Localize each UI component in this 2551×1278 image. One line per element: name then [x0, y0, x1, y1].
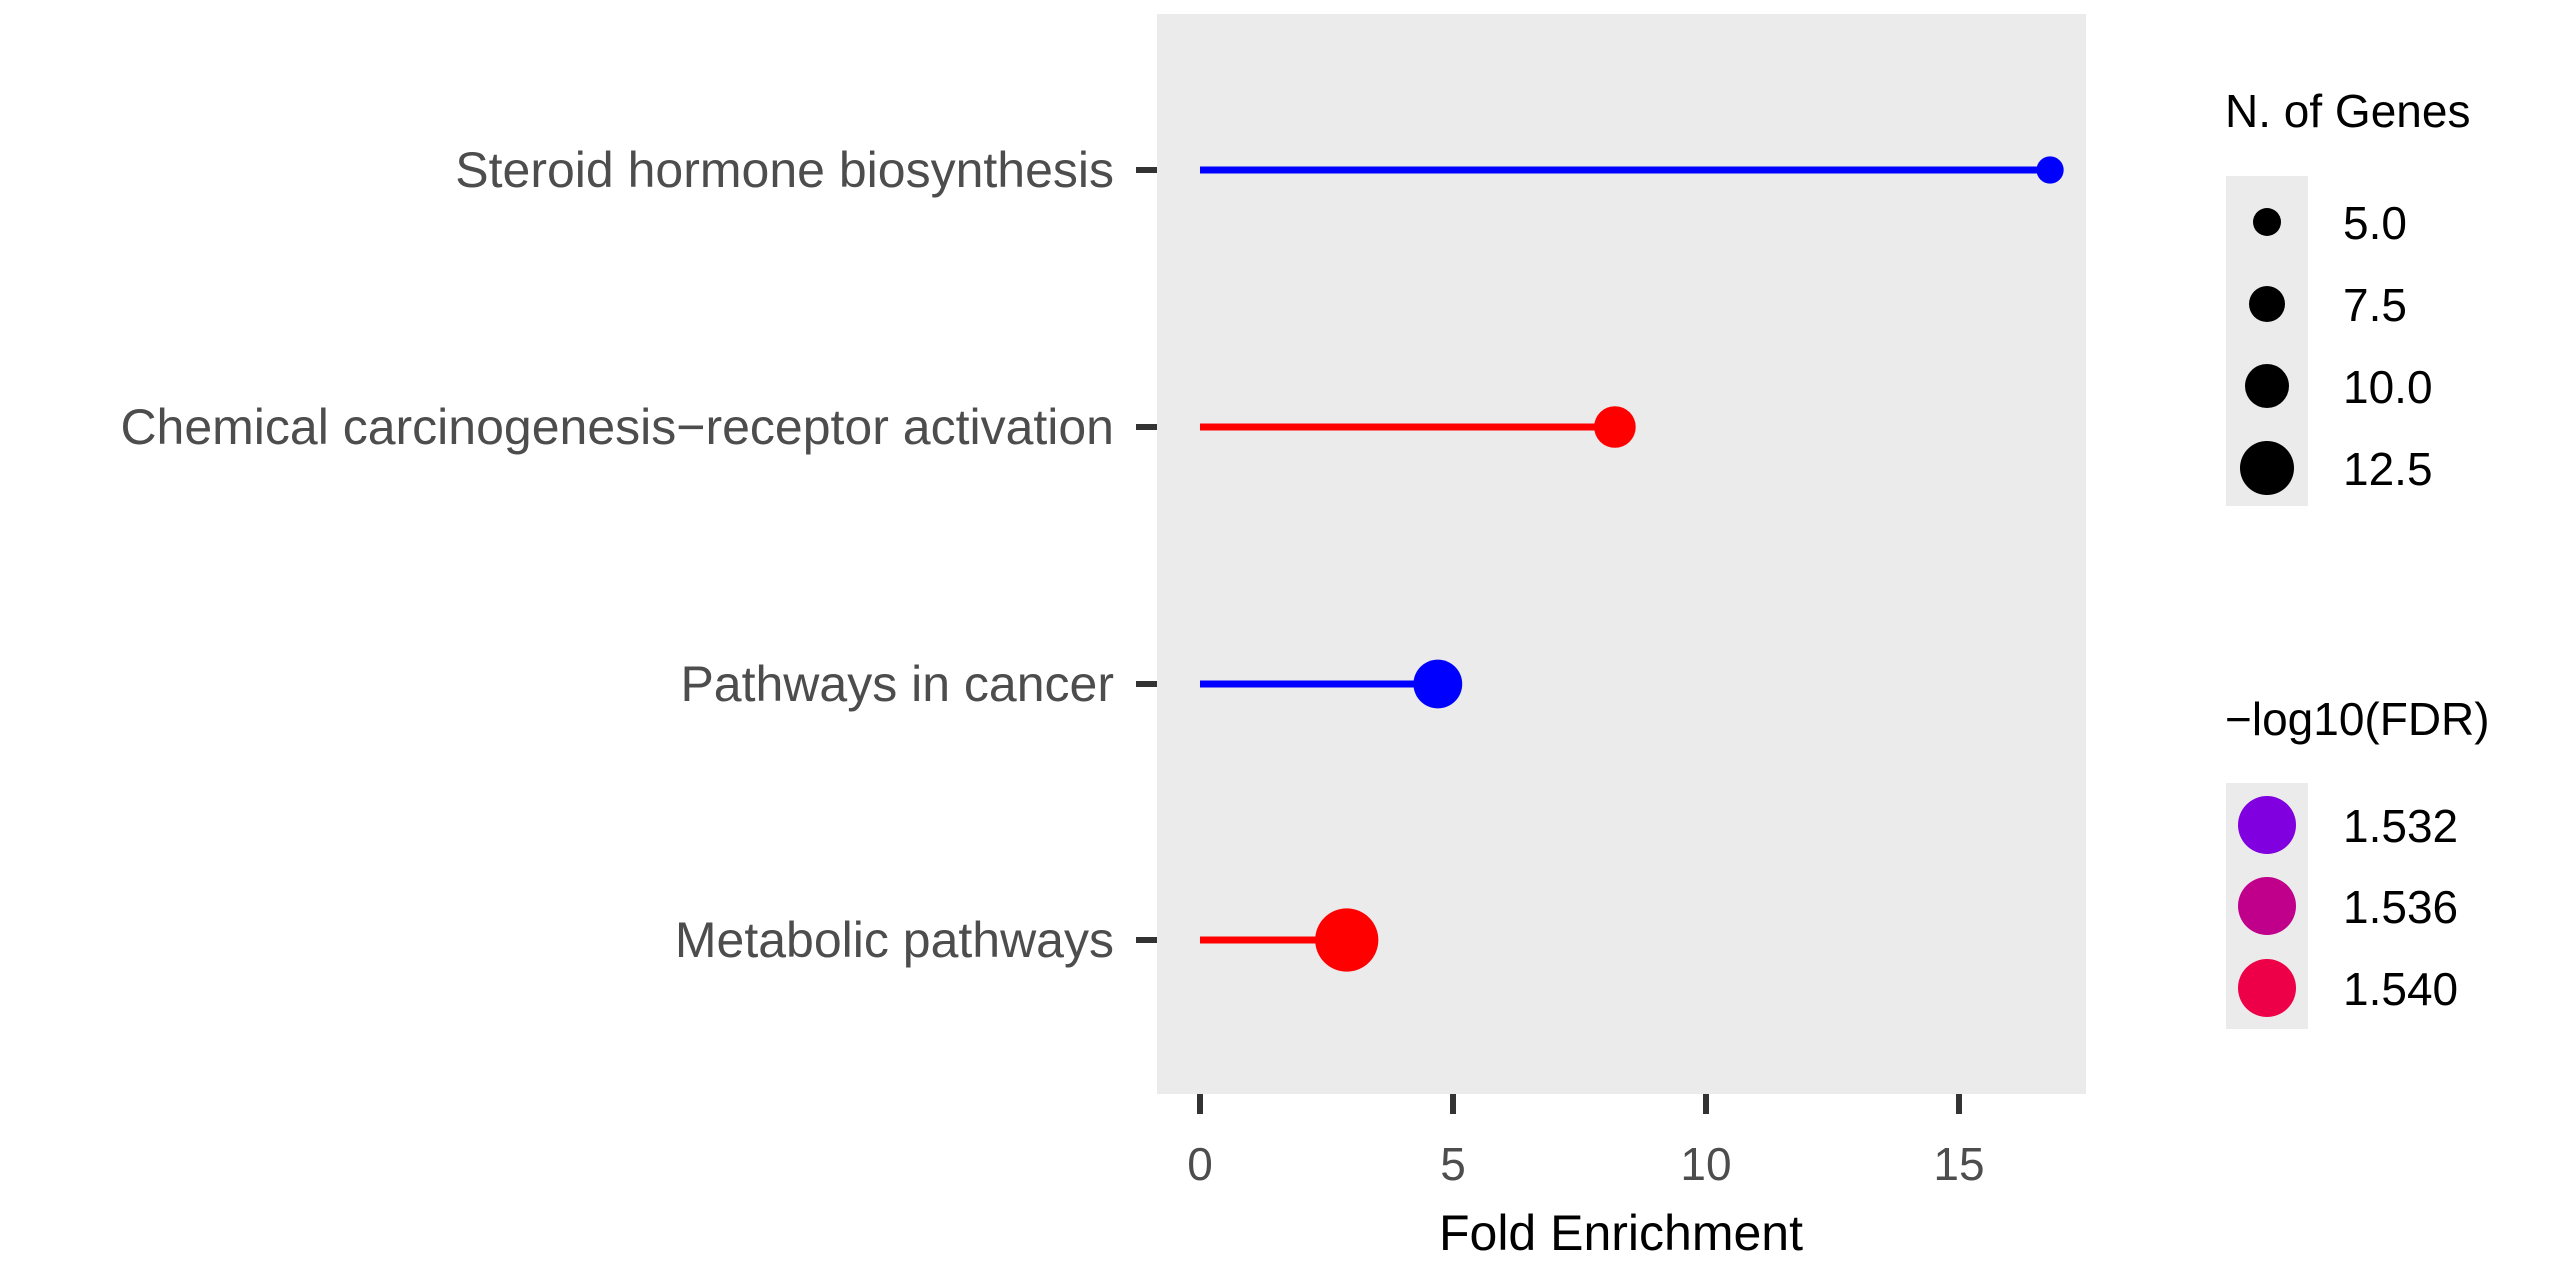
lollipop-point	[1315, 908, 1379, 972]
color-legend-key	[2238, 959, 2296, 1017]
size-legend-key	[2245, 364, 2289, 408]
lollipop-point	[1594, 406, 1636, 448]
size-legend-label: 10.0	[2343, 361, 2433, 413]
color-legend-label: 1.536	[2343, 881, 2458, 933]
category-label: Metabolic pathways	[675, 912, 1114, 968]
size-legend-label: 5.0	[2343, 197, 2407, 249]
x-tick-label: 15	[1933, 1138, 1984, 1190]
x-axis-title: Fold Enrichment	[1439, 1205, 1803, 1261]
color-legend-label: 1.532	[2343, 800, 2458, 852]
color-legend-key	[2238, 877, 2296, 935]
color-legend-label: 1.540	[2343, 963, 2458, 1015]
x-tick-label: 10	[1680, 1138, 1731, 1190]
lollipop-point	[1413, 659, 1463, 709]
category-label: Steroid hormone biosynthesis	[455, 142, 1114, 198]
size-legend-label: 7.5	[2343, 279, 2407, 331]
size-legend-key	[2240, 441, 2294, 495]
category-label: Pathways in cancer	[680, 656, 1114, 712]
size-legend-key	[2253, 208, 2281, 236]
size-legend-label: 12.5	[2343, 443, 2433, 495]
size-legend-key	[2249, 286, 2285, 322]
lollipop-point	[2036, 156, 2064, 184]
category-label: Chemical carcinogenesis−receptor activat…	[120, 399, 1114, 455]
size-legend-title: N. of Genes	[2225, 85, 2470, 137]
plot-panel	[1157, 14, 2086, 1094]
color-legend-title: −log10(FDR)	[2225, 693, 2490, 745]
color-legend-key	[2238, 796, 2296, 854]
x-tick-label: 5	[1440, 1138, 1466, 1190]
x-tick-label: 0	[1187, 1138, 1213, 1190]
